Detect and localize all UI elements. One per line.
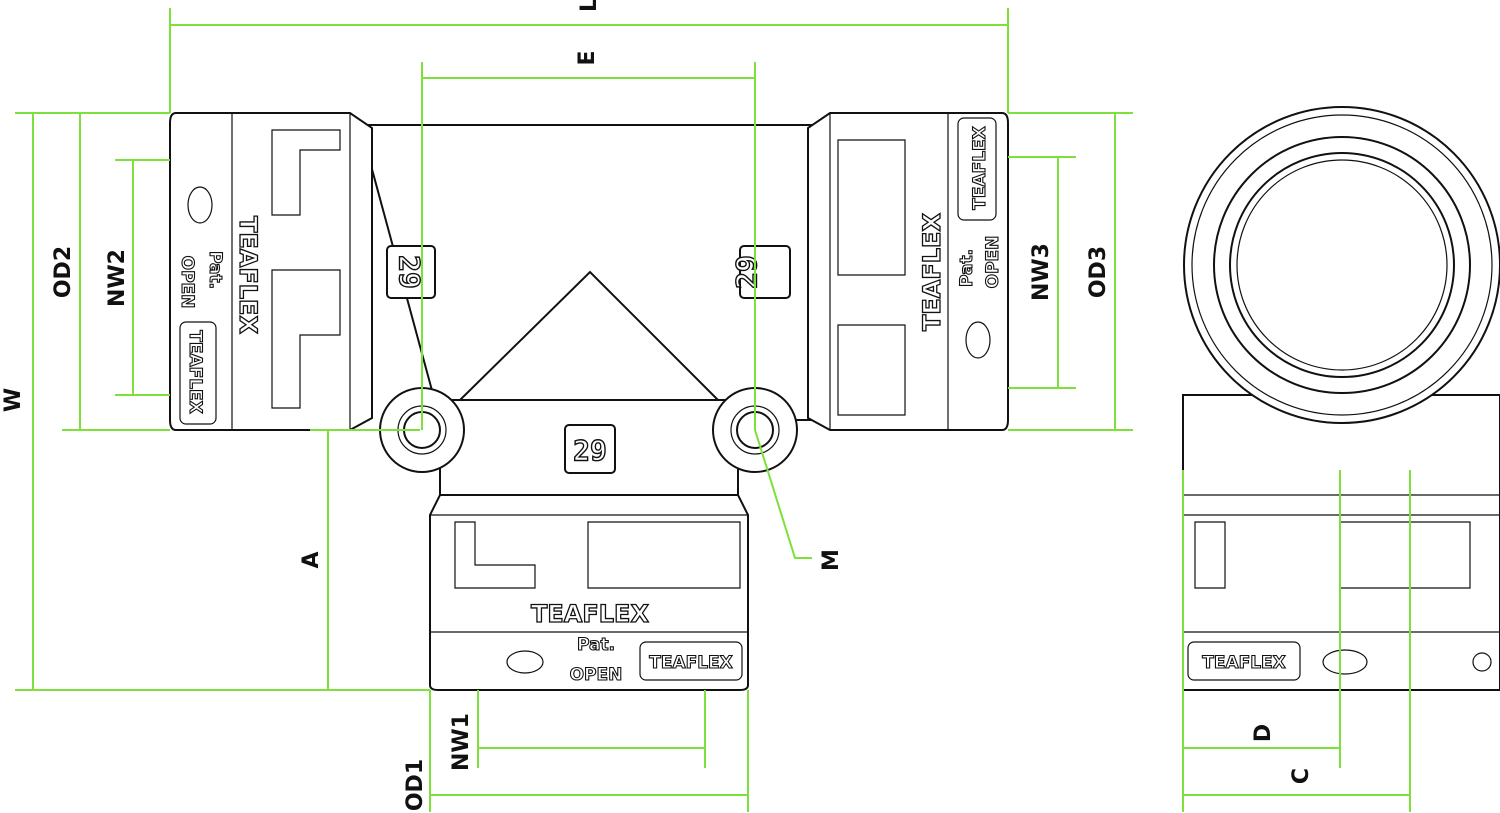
dim-OD1: OD1: [403, 759, 428, 811]
brand-left: TEAFLEX: [234, 216, 262, 334]
size-code-left: 29: [393, 255, 426, 289]
dim-L: L: [577, 0, 602, 12]
dimension-lines: [15, 8, 1411, 812]
right-coupling: TEAFLEX TEAFLEX Pat. OPEN: [807, 112, 1009, 431]
brand-badge-right: TEAFLEX: [970, 126, 990, 210]
dim-NW1: NW1: [449, 713, 474, 771]
dim-A: A: [299, 551, 324, 568]
pat-right: Pat.: [957, 249, 977, 287]
open-bottom: OPEN: [570, 665, 623, 685]
side-view: TEAFLEX: [1182, 106, 1500, 691]
dim-D: D: [1251, 724, 1276, 742]
size-code-right: 29: [730, 255, 763, 289]
pat-bottom: Pat.: [577, 635, 615, 655]
pat-left: Pat.: [205, 251, 225, 289]
size-code-bottom: 29: [573, 434, 607, 467]
dim-E: E: [575, 50, 600, 65]
brand-badge-side: TEAFLEX: [1202, 653, 1286, 673]
dim-W: W: [1, 388, 26, 412]
left-coupling: TEAFLEX TEAFLEX Pat. OPEN: [169, 112, 373, 431]
dim-OD3: OD3: [1086, 246, 1111, 298]
size-badge-bottom: [564, 424, 616, 474]
brand-badge-bottom: TEAFLEX: [649, 653, 733, 673]
dim-NW3: NW3: [1029, 243, 1054, 301]
bottom-coupling: TEAFLEX Pat. OPEN TEAFLEX: [429, 494, 749, 691]
brand-badge-left: TEAFLEX: [185, 330, 205, 414]
dim-M: M: [819, 549, 844, 571]
brand-right: TEAFLEX: [918, 213, 946, 331]
dimension-labels: L E W OD2 NW2 NW3 OD3 A M NW1 OD1 D C: [1, 0, 1314, 811]
open-right: OPEN: [983, 236, 1003, 289]
tee-body: 29 29 29: [358, 124, 821, 496]
open-left: OPEN: [177, 256, 197, 309]
dim-NW2: NW2: [105, 249, 130, 307]
dim-OD2: OD2: [51, 246, 76, 298]
size-badge-right: [739, 245, 791, 299]
brand-bottom: TEAFLEX: [531, 600, 649, 628]
dim-C: C: [1289, 768, 1314, 784]
